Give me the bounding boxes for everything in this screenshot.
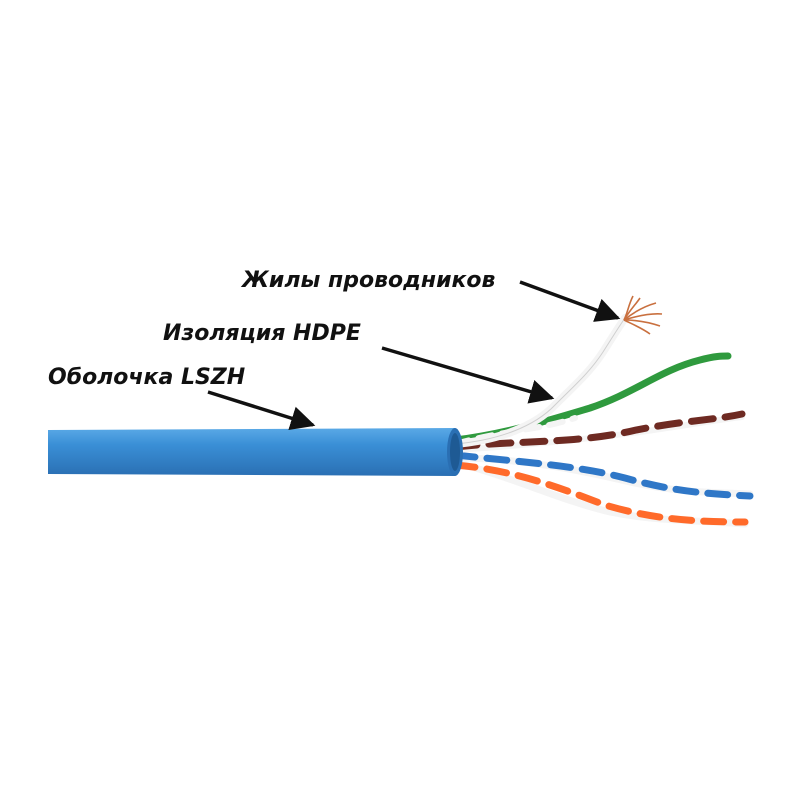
pair-blue	[451, 451, 754, 500]
label-insulation: Изоляция HDPE	[163, 321, 361, 346]
cable-jacket	[48, 428, 463, 476]
annotation-arrows	[207, 280, 621, 431]
copper-strands	[623, 295, 663, 335]
label-jacket: Оболочка LSZH	[48, 365, 246, 390]
pair-orange	[451, 458, 749, 528]
arrow-conductors	[519, 280, 621, 322]
insulated-conductor	[451, 314, 629, 448]
label-conductors: Жилы проводников	[242, 268, 496, 293]
pair-brown	[451, 410, 746, 453]
arrow-jacket	[207, 390, 316, 431]
arrow-insulation	[381, 346, 555, 404]
